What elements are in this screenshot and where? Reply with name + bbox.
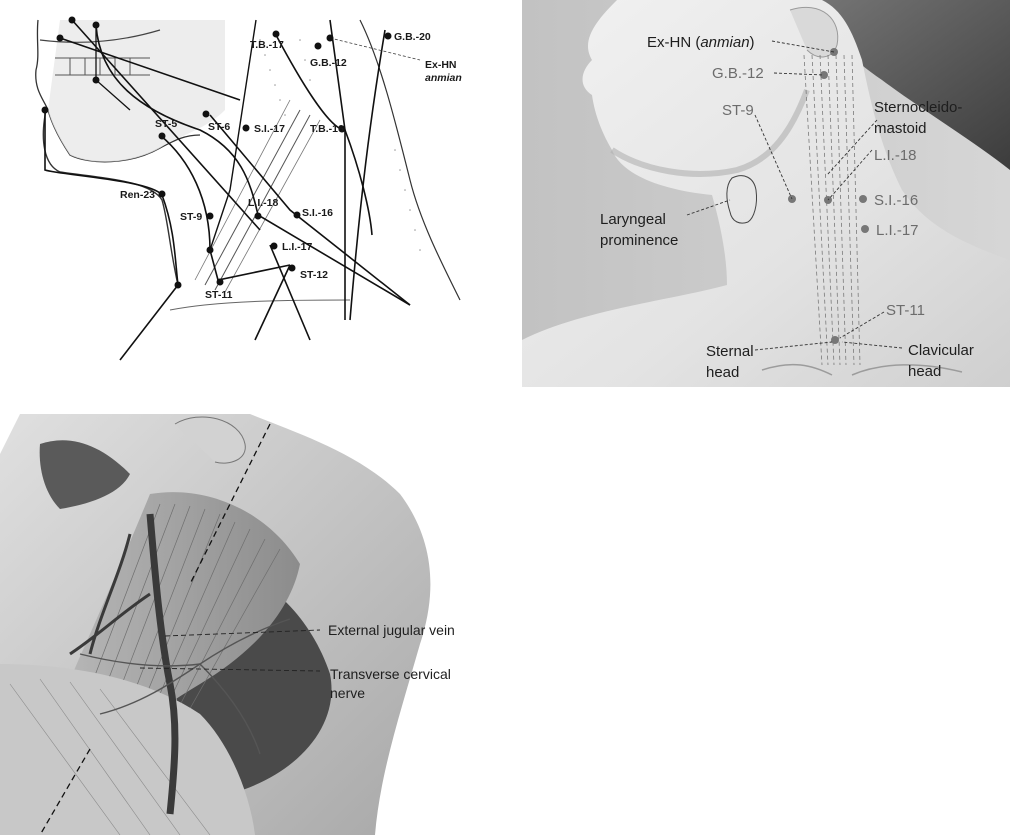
exhn-pointer [329,37,421,61]
label-si17: S.I.-17 [254,123,285,135]
label-exhn-anmian: anmian [425,72,462,84]
scm-muscle [803,54,861,366]
meridian-line [349,29,386,321]
photo-label-li18: L.I.-18 [874,147,917,164]
point-li17 [270,242,278,250]
label-st6: ST-6 [208,121,230,133]
label-tb16: T.B.-16 [310,123,344,135]
photo-label-st9: ST-9 [722,102,754,119]
dissection-svg: External jugular vein Transverse cervica… [0,414,455,835]
point-gb12 [314,42,322,50]
point-li18 [254,212,262,220]
label-external-jugular-vein: External jugular vein [328,622,455,638]
photo-point-si16 [859,195,867,203]
hair [772,0,1010,170]
teeth [55,57,150,76]
ejv-branch [69,533,151,656]
photo-label-scm-line2: mastoid [874,120,927,137]
body-silhouette [522,0,1010,387]
label-gb12: G.B.-12 [310,57,347,69]
point-misc [41,106,49,114]
point-si17 [242,124,250,132]
photo-point-st11 [831,336,839,344]
upper-jaw [39,29,161,43]
ejv-leader [164,629,321,637]
label-st11: ST-11 [205,289,233,301]
photo-label-scm-line1: Sternocleido- [874,99,962,116]
ear [789,6,839,58]
photo-label-sternal-line1: Sternal [706,343,754,360]
point-st6 [202,110,210,118]
photo-label-st11: ST-11 [886,302,925,319]
line-diagram-svg: G.B.-20 T.B.-17 G.B.-12 Ex-HN anmian ST-… [35,16,462,361]
label-li17: L.I.-17 [282,241,313,253]
point-st12 [288,264,296,272]
lower-muscle [0,664,255,835]
label-exhn: Ex-HN [425,59,457,71]
acupoint-line-diagram: G.B.-20 T.B.-17 G.B.-12 Ex-HN anmian ST-… [0,0,520,370]
retracted-muscle [39,440,130,509]
point-exhn [326,34,334,42]
label-st5: ST-5 [155,118,177,130]
point-misc [206,246,214,254]
meridian-line [209,114,411,306]
acupoint-dots [41,16,392,289]
point-ren23 [158,190,166,198]
muscle-strand [204,109,301,286]
point-misc [92,76,100,84]
meridian-line [209,19,257,251]
point-misc [56,34,64,42]
point-st5 [158,132,166,140]
clavicle-outline [761,363,963,376]
label-si16: S.I.-16 [302,207,333,219]
point-st9 [206,212,214,220]
muscle-strand [224,119,321,293]
meridian-line [59,37,241,101]
meridian-line [269,244,311,341]
label-st9: ST-9 [180,211,202,223]
stipple [259,39,421,251]
point-si16 [293,211,301,219]
photo-point-li17 [861,225,869,233]
meridian-line [254,264,291,341]
label-transverse-cervical-line1: Transverse cervical [330,666,451,682]
photo-label-li17: L.I.-17 [876,222,919,239]
label-transverse-cervical-line2: nerve [330,685,365,701]
muscle-strand [214,114,311,291]
dissection-ear [174,416,246,464]
point-misc [174,281,182,289]
photo-label-laryngeal-line2: prominence [600,232,678,249]
point-st11 [216,278,224,286]
tcn-leader [139,667,321,672]
label-li18: L.I.-18 [248,197,279,209]
photo-label-clavicular-line2: head [908,363,941,380]
point-tb16 [338,125,346,133]
photo-label-laryngeal-line1: Laryngeal [600,211,666,228]
photo-label-gb12: G.B.-12 [712,65,764,82]
neck-photo-panel: Ex-HN (anmian) G.B.-12 ST-9 Sternocleido… [522,0,1010,387]
label-st12: ST-12 [300,269,328,281]
photo-leaders [686,40,903,351]
point-misc [92,21,100,29]
point-tb17 [272,30,280,38]
point-gb20 [384,32,392,40]
shoulder-outline [169,299,351,311]
neck-back-outline [359,19,461,301]
point-misc [68,16,76,24]
photo-label-clavicular-line1: Clavicular [908,342,974,359]
meridian-line [95,24,411,306]
transverse-cervical-nerve [79,618,291,755]
photo-label-si16: S.I.-16 [874,192,918,209]
label-gb20: G.B.-20 [394,31,431,43]
label-ren23: Ren-23 [120,189,155,201]
label-tb17: T.B.-17 [250,39,284,51]
lower-striations [9,678,211,835]
dissection-illustration-panel: External jugular vein Transverse cervica… [0,414,500,835]
neck-photo-svg: Ex-HN (anmian) G.B.-12 ST-9 Sternocleido… [522,0,1010,387]
photo-label-sternal-line2: head [706,364,739,381]
jaw-shadow [610,88,810,177]
guide-dashed-2 [39,748,91,835]
photo-label-exhn: Ex-HN (anmian) [647,34,755,51]
